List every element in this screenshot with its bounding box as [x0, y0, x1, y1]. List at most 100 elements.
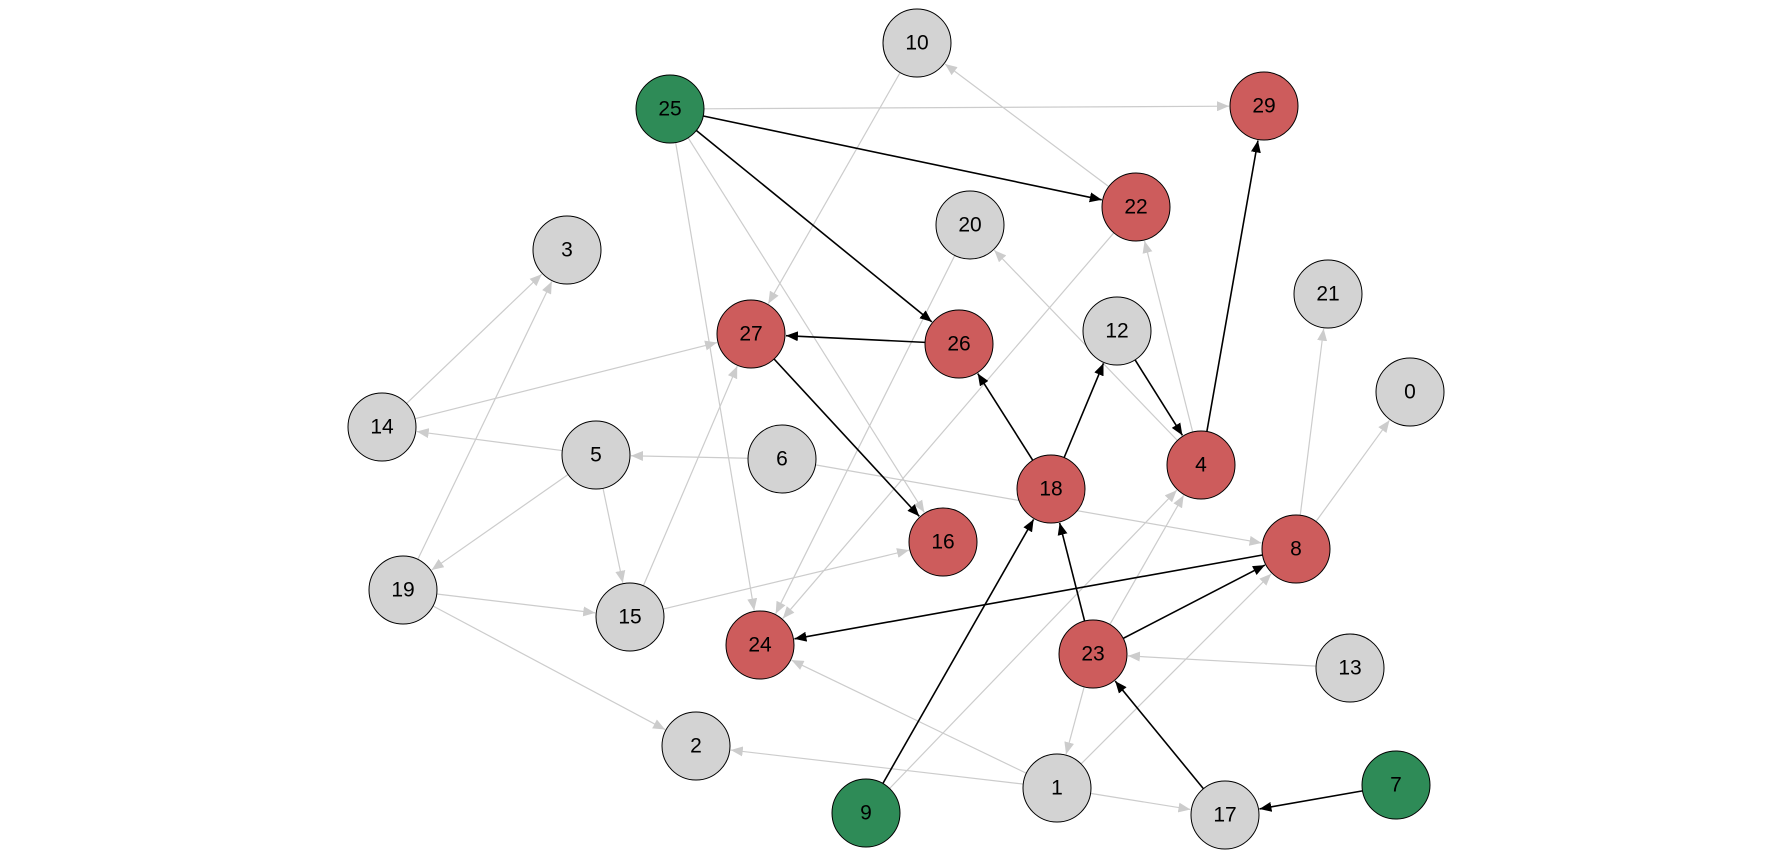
edge-15-to-16 [662, 548, 910, 610]
graph-node-15[interactable]: 15 [595, 582, 665, 652]
edge-6-to-5 [630, 451, 749, 462]
edge-25-to-29 [703, 101, 1230, 112]
node-label: 21 [1316, 283, 1339, 306]
node-label: 2 [690, 735, 702, 758]
node-circle [1022, 753, 1092, 823]
node-label: 6 [776, 448, 788, 471]
graph-node-21[interactable]: 21 [1293, 259, 1363, 329]
node-circle [368, 555, 438, 625]
graph-node-25[interactable]: 25 [635, 74, 705, 144]
edge-26-to-27 [785, 331, 926, 344]
graph-node-17[interactable]: 17 [1190, 780, 1260, 850]
graph-node-6[interactable]: 6 [747, 424, 817, 494]
node-circle [561, 420, 631, 490]
node-circle [1058, 619, 1128, 689]
graph-node-10[interactable]: 10 [882, 8, 952, 78]
node-label: 0 [1404, 381, 1416, 404]
graph-node-20[interactable]: 20 [935, 190, 1005, 260]
node-label: 29 [1252, 95, 1275, 118]
graph-node-12[interactable]: 12 [1082, 296, 1152, 366]
edge-12-to-4 [1134, 359, 1184, 436]
edge-15-to-27 [642, 365, 738, 586]
node-circle [924, 309, 994, 379]
edge-13-to-23 [1127, 651, 1317, 667]
edge-19-to-15 [436, 593, 596, 617]
node-circle [1293, 259, 1363, 329]
node-circle [1166, 430, 1236, 500]
node-circle [1101, 172, 1171, 242]
edge-8-to-24 [794, 554, 1263, 642]
node-circle [1375, 357, 1445, 427]
edge-1-to-8 [1080, 573, 1272, 765]
edge-1-to-2 [730, 746, 1024, 785]
node-circle [747, 424, 817, 494]
node-label: 16 [931, 531, 954, 554]
graph-node-23[interactable]: 23 [1058, 619, 1128, 689]
edge-5-to-19 [431, 473, 569, 571]
node-circle [532, 215, 602, 285]
node-circle [725, 610, 795, 680]
edge-10-to-27 [767, 72, 901, 304]
graph-node-0[interactable]: 0 [1375, 357, 1445, 427]
graph-node-24[interactable]: 24 [725, 610, 795, 680]
graph-node-26[interactable]: 26 [924, 309, 994, 379]
node-circle [935, 190, 1005, 260]
graph-node-22[interactable]: 22 [1101, 172, 1171, 242]
node-circle [661, 711, 731, 781]
edge-25-to-24 [675, 142, 758, 611]
graph-node-18[interactable]: 18 [1016, 454, 1086, 524]
node-label: 27 [739, 323, 762, 346]
graph-node-3[interactable]: 3 [532, 215, 602, 285]
edge-layer [406, 63, 1390, 813]
node-circle [1190, 780, 1260, 850]
node-label: 3 [561, 239, 573, 262]
node-label: 4 [1195, 454, 1207, 477]
edge-25-to-26 [695, 129, 933, 323]
edge-23-to-8 [1122, 564, 1266, 640]
edge-22-to-24 [782, 232, 1115, 619]
node-label: 18 [1039, 478, 1062, 501]
node-label: 20 [958, 214, 981, 237]
graph-node-2[interactable]: 2 [661, 711, 731, 781]
edge-22-to-10 [944, 63, 1110, 188]
node-label: 14 [370, 416, 394, 439]
node-label: 26 [947, 333, 970, 356]
node-label: 9 [860, 802, 872, 825]
node-label: 12 [1105, 320, 1128, 343]
edge-4-to-29 [1206, 140, 1261, 432]
edge-5-to-14 [416, 428, 563, 452]
edge-19-to-2 [432, 605, 666, 731]
node-label: 7 [1390, 774, 1402, 797]
node-label: 13 [1338, 657, 1361, 680]
edge-5-to-15 [602, 488, 626, 583]
graph-node-27[interactable]: 27 [716, 299, 786, 369]
node-label: 17 [1213, 804, 1236, 827]
graph-node-5[interactable]: 5 [561, 420, 631, 490]
edge-9-to-18 [882, 518, 1035, 784]
graph-node-4[interactable]: 4 [1166, 430, 1236, 500]
edge-25-to-22 [703, 115, 1102, 203]
node-label: 15 [618, 606, 641, 629]
node-circle [347, 392, 417, 462]
node-label: 19 [391, 579, 414, 602]
node-label: 24 [748, 634, 772, 657]
edge-1-to-24 [791, 659, 1027, 774]
edge-25-to-16 [687, 137, 925, 513]
node-circle [908, 507, 978, 577]
node-label: 8 [1290, 538, 1302, 561]
graph-node-8[interactable]: 8 [1261, 514, 1331, 584]
graph-node-19[interactable]: 19 [368, 555, 438, 625]
graph-node-16[interactable]: 16 [908, 507, 978, 577]
node-circle [882, 8, 952, 78]
graph-node-9[interactable]: 9 [831, 778, 901, 848]
graph-node-14[interactable]: 14 [347, 392, 417, 462]
node-label: 23 [1081, 643, 1104, 666]
edge-23-to-4 [1109, 495, 1185, 625]
graph-node-7[interactable]: 7 [1361, 750, 1431, 820]
edge-9-to-4 [889, 489, 1178, 789]
graph-node-29[interactable]: 29 [1229, 71, 1299, 141]
graph-node-1[interactable]: 1 [1022, 753, 1092, 823]
graph-node-13[interactable]: 13 [1315, 633, 1385, 703]
